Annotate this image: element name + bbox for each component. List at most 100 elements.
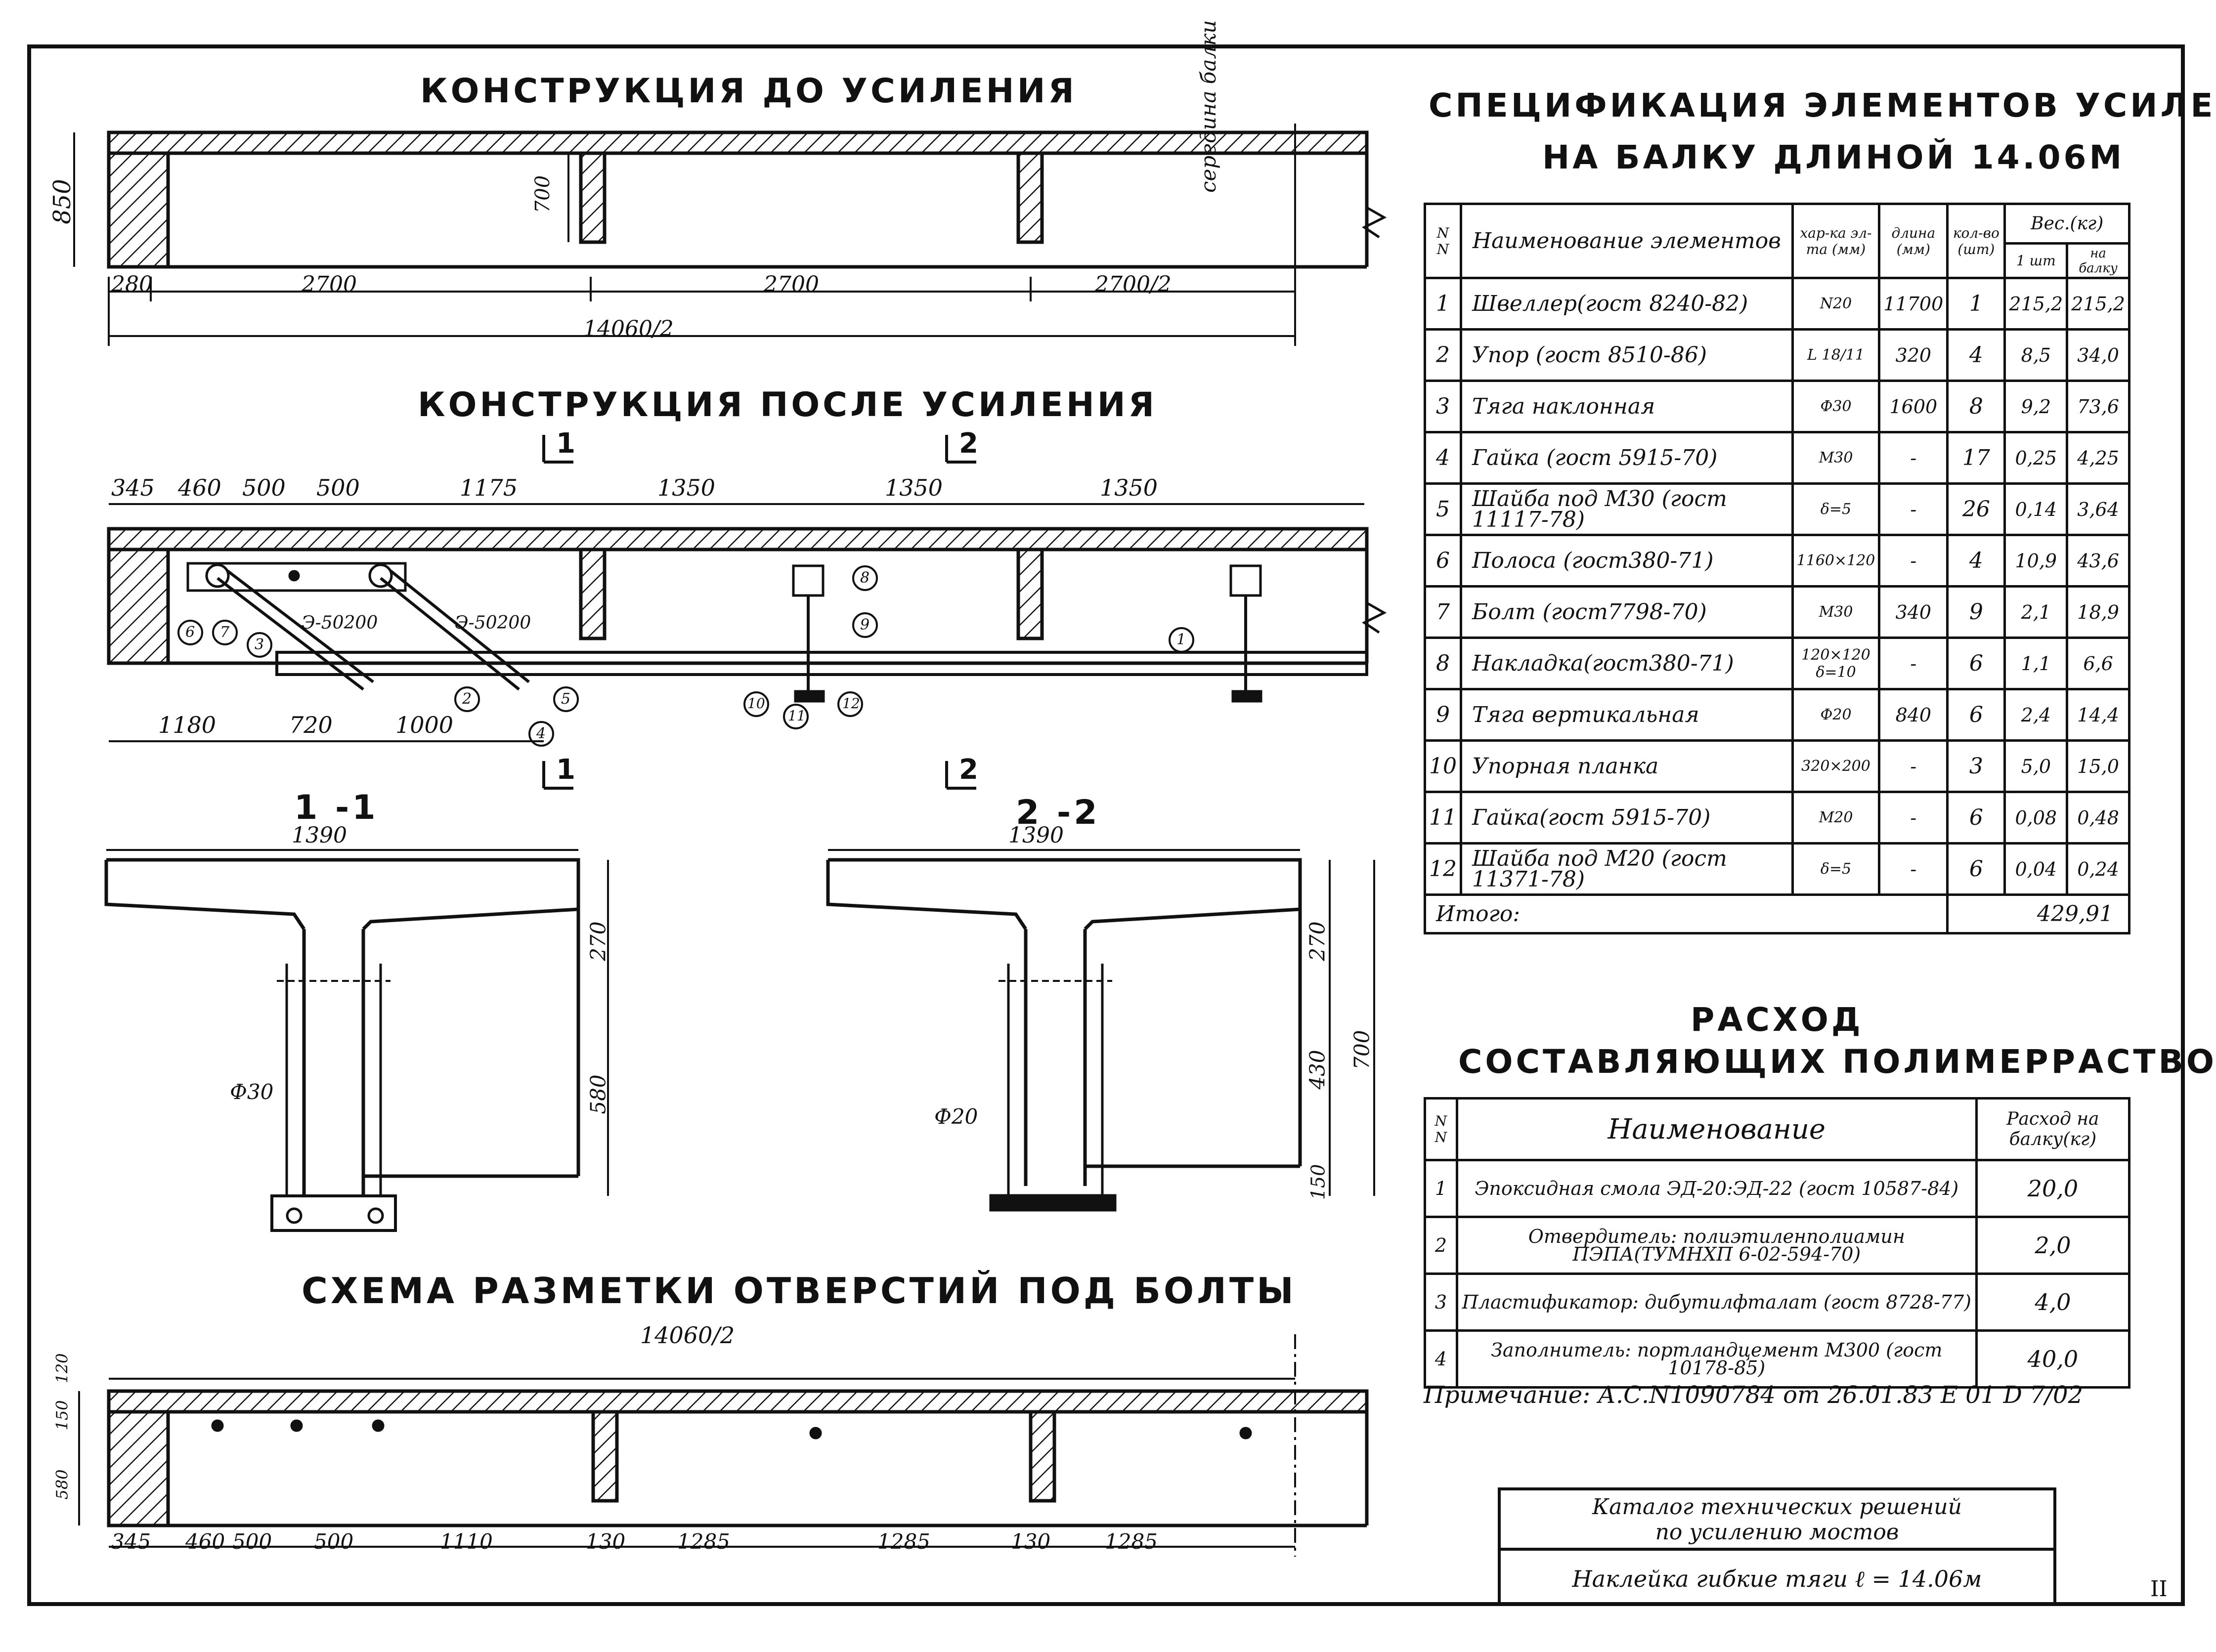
dim-before-2: 2700 bbox=[302, 272, 357, 297]
title-section-2: 2 -2 bbox=[1016, 793, 1100, 832]
spec-cell-char: М30 bbox=[1791, 585, 1881, 639]
callout-6: 6 bbox=[185, 624, 195, 641]
stamp-line-1: Каталог технических решений bbox=[1592, 1494, 1962, 1520]
dim-holes-b7: 1285 bbox=[677, 1529, 730, 1554]
label-mid-beam: середина балки bbox=[1196, 20, 1220, 193]
spec-cell-qty: 3 bbox=[1946, 739, 2006, 793]
dim-before-3: 2700 bbox=[764, 272, 819, 297]
dim-before-1: 280 bbox=[111, 272, 153, 297]
spec-total-value: 429,91 bbox=[1946, 893, 2130, 934]
spec-cell-wtotal: 18,9 bbox=[2066, 585, 2130, 639]
callout-2: 2 bbox=[462, 690, 472, 708]
dim-s1-rod: Ф30 bbox=[230, 1080, 274, 1104]
spec-cell-char: L 18/11 bbox=[1791, 328, 1881, 382]
cons-cell-amount: 4,0 bbox=[1975, 1272, 2131, 1332]
title-before: КОНСТРУКЦИЯ ДО УСИЛЕНИЯ bbox=[420, 72, 1077, 111]
spec-cell-w1: 0,04 bbox=[2003, 842, 2069, 896]
dim-holes-b6: 130 bbox=[586, 1529, 626, 1554]
dim-after-bottom-3: 1000 bbox=[395, 712, 454, 738]
spec-cell-w1: 0,25 bbox=[2003, 431, 2069, 485]
title-spec-1: СПЕЦИФИКАЦИЯ ЭЛЕМЕНТОВ УСИЛЕНИЯ bbox=[1429, 86, 2216, 125]
cons-cell-name: Эпоксидная смола ЭД-20:ЭД-22 (гост 10587… bbox=[1455, 1159, 1978, 1218]
cons-cell-no: 3 bbox=[1424, 1272, 1458, 1332]
title-holes: СХЕМА РАЗМЕТКИ ОТВЕРСТИЙ ПОД БОЛТЫ bbox=[302, 1270, 1297, 1312]
dim-holes-b5: 1110 bbox=[440, 1529, 493, 1554]
spec-cell-qty: 4 bbox=[1946, 534, 2006, 588]
sheet-number: II bbox=[2150, 1576, 2168, 1602]
spec-cell-name: Упорная планка bbox=[1460, 739, 1794, 793]
spec-cell-name: Накладка(гост380-71) bbox=[1460, 636, 1794, 690]
weld-label-1: Э-50200 bbox=[302, 613, 378, 633]
spec-cell-no: 7 bbox=[1424, 585, 1462, 639]
dim-s1-top: 270 bbox=[586, 921, 610, 961]
spec-cell-w1: 2,1 bbox=[2003, 585, 2069, 639]
spec-cell-w1: 0,14 bbox=[2003, 482, 2069, 536]
spec-cell-length: 11700 bbox=[1878, 277, 1949, 331]
spec-cell-char: 320×200 bbox=[1791, 739, 1881, 793]
spec-header-no: N N bbox=[1424, 203, 1462, 279]
spec-cell-length: - bbox=[1878, 431, 1949, 485]
title-spec-2: НА БАЛКУ ДЛИНОЙ 14.06М bbox=[1542, 138, 2125, 176]
dim-after-top-5: 1175 bbox=[460, 474, 518, 501]
dim-after-bottom-2: 720 bbox=[289, 712, 333, 738]
spec-cell-wtotal: 0,24 bbox=[2066, 842, 2130, 896]
spec-cell-w1: 0,08 bbox=[2003, 791, 2069, 845]
spec-cell-qty: 6 bbox=[1946, 636, 2006, 690]
cons-cell-amount: 20,0 bbox=[1975, 1159, 2131, 1218]
beam-after bbox=[107, 435, 1387, 790]
callout-7: 7 bbox=[220, 624, 230, 641]
spec-cell-length: 320 bbox=[1878, 328, 1949, 382]
spec-cell-no: 1 bbox=[1424, 277, 1462, 331]
cons-header-amount: Расход на балку(кг) bbox=[1975, 1097, 2131, 1161]
dim-s2-bottom: 150 bbox=[1307, 1164, 1329, 1200]
spec-cell-name: Гайка(гост 5915-70) bbox=[1460, 791, 1794, 845]
note: Примечание: А.С.N1090784 от 26.01.83 E 0… bbox=[1424, 1381, 2084, 1409]
spec-cell-length: 840 bbox=[1878, 688, 1949, 742]
callout-1: 1 bbox=[1176, 631, 1186, 648]
callout-10: 10 bbox=[747, 695, 765, 712]
spec-cell-name: Упор (гост 8510-86) bbox=[1460, 328, 1794, 382]
dim-holes-b9: 130 bbox=[1011, 1529, 1051, 1554]
spec-cell-wtotal: 14,4 bbox=[2066, 688, 2130, 742]
spec-header-wtotal: на балку bbox=[2066, 242, 2130, 279]
beam-before bbox=[73, 124, 1387, 346]
spec-cell-no: 4 bbox=[1424, 431, 1462, 485]
spec-cell-name: Болт (гост7798-70) bbox=[1460, 585, 1794, 639]
dim-after-top-1: 345 bbox=[111, 474, 155, 501]
cons-header-row: N N Наименование Расход на балку(кг) bbox=[1424, 1097, 2131, 1161]
dim-s2-width: 1390 bbox=[1008, 823, 1064, 848]
dim-s2-top: 270 bbox=[1305, 921, 1330, 961]
spec-cell-w1: 215,2 bbox=[2003, 277, 2069, 331]
spec-cell-wtotal: 4,25 bbox=[2066, 431, 2130, 485]
spec-total-label: Итого: bbox=[1423, 893, 1949, 934]
cons-cell-amount: 2,0 bbox=[1975, 1216, 2131, 1275]
dim-holes-b2: 460 bbox=[185, 1529, 225, 1554]
spec-cell-name: Тяга наклонная bbox=[1460, 380, 1794, 433]
cons-cell-amount: 40,0 bbox=[1975, 1329, 2131, 1389]
spec-table: N N Наименование элементов хар-ка эл-та … bbox=[1423, 203, 2130, 934]
spec-cell-name: Шайба под М30 (гост 11117-78) bbox=[1460, 482, 1794, 536]
title-block: Каталог технических решений по усилению … bbox=[1498, 1487, 2056, 1606]
cut-mark-2-top: 2 bbox=[959, 427, 978, 460]
dim-after-top-8: 1350 bbox=[1100, 474, 1158, 501]
holes-scheme bbox=[78, 1334, 1369, 1557]
spec-cell-char: Ф20 bbox=[1791, 688, 1881, 742]
dim-before-4: 2700/2 bbox=[1095, 272, 1172, 297]
cut-mark-1-bottom: 1 bbox=[556, 754, 575, 786]
cons-cell-name: Заполнитель: портландцемент М300 (гост 1… bbox=[1455, 1329, 1978, 1389]
spec-cell-char: М30 bbox=[1791, 431, 1881, 485]
title-section-1: 1 -1 bbox=[294, 788, 379, 827]
dim-holes-total: 14060/2 bbox=[640, 1322, 735, 1349]
spec-cell-no: 10 bbox=[1424, 739, 1462, 793]
dim-holes-left-3: 580 bbox=[52, 1469, 72, 1500]
spec-cell-length: - bbox=[1878, 636, 1949, 690]
cut-mark-1-top: 1 bbox=[556, 427, 575, 460]
callout-12: 12 bbox=[842, 695, 860, 712]
